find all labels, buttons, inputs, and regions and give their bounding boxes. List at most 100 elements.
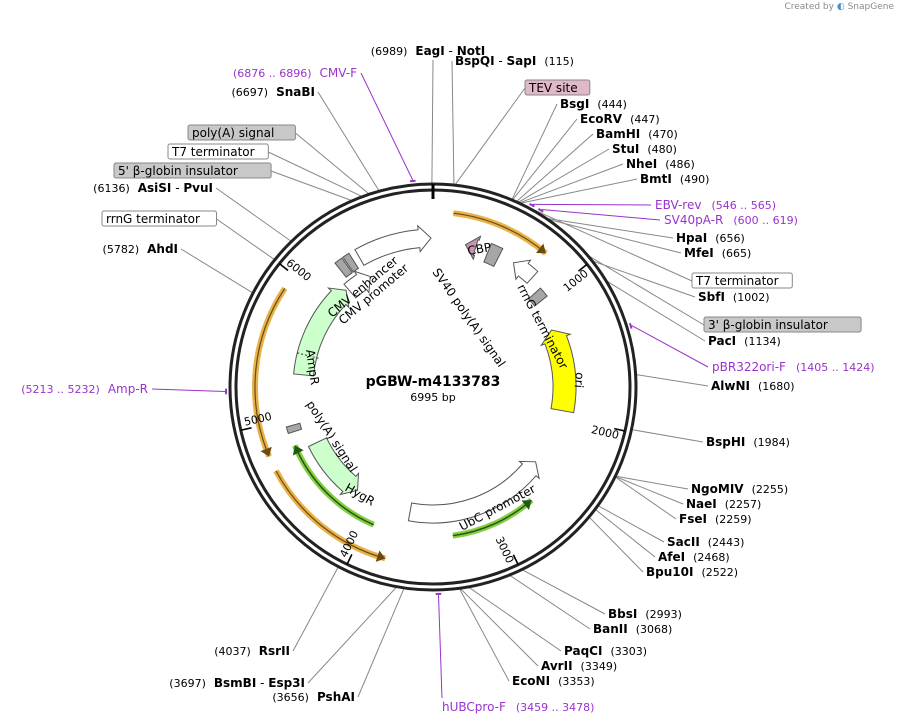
enzyme-sep: - — [171, 181, 183, 195]
scale-tick-label: 3000 — [493, 535, 517, 566]
primer-site: (5213 .. 5232)Amp-R — [21, 382, 228, 396]
enzyme-position: (2257) — [725, 498, 762, 511]
enzyme-label: (3656)PshAI — [272, 690, 355, 704]
rrng-box — [527, 287, 548, 307]
enzyme-name: PacI — [708, 334, 736, 348]
enzyme-leader — [509, 574, 591, 630]
enzyme-site: MfeI(665) — [684, 246, 751, 260]
enzyme-label: BsgI(444) — [560, 97, 627, 111]
enzyme-name: RsrII — [259, 644, 290, 658]
snapgene-logo-icon: ◐ — [836, 2, 845, 12]
enzyme-label: BanII(3068) — [593, 622, 672, 636]
primer-leader — [541, 208, 661, 221]
enzyme-name: BsgI — [560, 97, 589, 111]
rrng-terminator-label: rrnG terminator — [101, 210, 217, 227]
enzyme-position: (1002) — [733, 291, 770, 304]
primer-marker — [628, 322, 633, 329]
enzyme-site: PacI(1134) — [708, 334, 781, 348]
primer-name: Amp-R — [108, 382, 148, 396]
enzyme-position: (3353) — [558, 675, 595, 688]
beta-globin-5-insulator-label: 5' β-globin insulator — [113, 162, 272, 179]
enzyme-name: EcoRV — [580, 112, 623, 126]
t7-terminator-right-label: T7 terminator — [691, 272, 793, 289]
primer-leader — [151, 388, 226, 393]
feature-leader — [586, 254, 705, 326]
feature-label-text: T7 terminator — [171, 145, 255, 159]
enzyme-name: SbfI — [698, 290, 725, 304]
primer-label: SV40pA-R(600 .. 619) — [664, 213, 798, 227]
label-lines — [180, 59, 709, 698]
enzyme-label: SbfI (1002) — [698, 290, 770, 304]
enzyme-sep: - — [445, 44, 457, 58]
polya-box — [285, 422, 303, 435]
enzyme-site: (6989)EagI - NotI — [371, 44, 485, 58]
feature-leader — [515, 201, 693, 282]
enzyme-site: NgoMIV(2255) — [691, 482, 788, 496]
enzyme-position: (665) — [722, 247, 752, 260]
feature-label-text: T7 terminator — [695, 274, 779, 288]
enzyme-position: (115) — [544, 55, 574, 68]
enzyme-position: (6697) — [232, 86, 269, 99]
enzyme-name: BspQI — [455, 54, 495, 68]
primer-marker — [537, 208, 544, 213]
feature-box — [703, 316, 862, 333]
primer-leader — [532, 203, 652, 206]
enzyme-site: NheI(486) — [626, 157, 695, 171]
scale-tick-label: 1000 — [561, 267, 591, 295]
sv40-polya-arrow — [512, 259, 539, 284]
credit-prefix: Created by — [784, 2, 834, 12]
primer-site: hUBCpro-F(3459 .. 3478) — [435, 592, 594, 714]
enzyme-position: (490) — [680, 173, 710, 186]
enzyme-name: AhdI — [147, 242, 178, 256]
enzyme-label: AfeI(2468) — [658, 550, 730, 564]
enzyme-name: AfeI — [658, 550, 685, 564]
enzyme-leader — [594, 508, 656, 558]
enzyme-name: NaeI — [686, 497, 717, 511]
scale-tick — [240, 427, 252, 432]
enzyme-leader — [547, 218, 682, 254]
enzyme-leader — [615, 476, 684, 505]
enzyme-position: (1680) — [758, 380, 795, 393]
scale-tick-label: 5000 — [243, 410, 273, 429]
enzyme-label: BbsI(2993) — [608, 607, 682, 621]
enzyme-name-2: NotI — [457, 44, 486, 58]
enzyme-position: (5782) — [103, 243, 140, 256]
ori-label: ori — [572, 372, 587, 389]
enzyme-name: AvrII — [541, 659, 573, 673]
enzyme-position: (3349) — [581, 660, 618, 673]
orf-arc-bottom-band — [273, 469, 387, 562]
enzyme-label: MfeI(665) — [684, 246, 751, 260]
terminator-box-1 — [483, 242, 504, 268]
feature-box — [167, 143, 269, 160]
enzyme-leader — [468, 586, 562, 652]
primer-name: SV40pA-R — [664, 213, 723, 227]
polya-signal-label: poly(A) signal — [187, 124, 296, 141]
hygr-arrow — [307, 437, 360, 496]
primer-name: CMV-F — [320, 66, 358, 80]
enzyme-name: AsiSI — [138, 181, 172, 195]
enzyme-name-2: PvuI — [183, 181, 213, 195]
enzyme-site: (4037)RsrII — [214, 644, 290, 658]
enzyme-position: (3068) — [636, 623, 673, 636]
plasmid-name: pGBW-m4133783 — [366, 374, 501, 390]
hygr-label: HygR — [343, 480, 378, 508]
enzyme-leader — [292, 566, 339, 652]
plasmid-backbone — [228, 182, 638, 592]
enzyme-label: Bpu10I(2522) — [646, 565, 738, 579]
enzyme-leader — [588, 516, 644, 573]
enzyme-leader — [631, 429, 704, 443]
enzyme-leader — [511, 103, 558, 201]
orf-arc-hygr — [292, 444, 375, 528]
orf-arc-bottom — [273, 469, 387, 562]
orf-arc-bottom-line — [275, 470, 386, 560]
enzyme-leader — [635, 373, 709, 387]
feature-arrows — [252, 210, 577, 562]
enzyme-name: Bpu10I — [646, 565, 693, 579]
primer-label: hUBCpro-F(3459 .. 3478) — [442, 700, 594, 714]
enzyme-sep: - — [256, 676, 268, 690]
primer-leader — [360, 72, 414, 181]
enzyme-label: PacI(1134) — [708, 334, 781, 348]
primer-leader — [631, 325, 709, 368]
scale-tick — [346, 554, 353, 565]
